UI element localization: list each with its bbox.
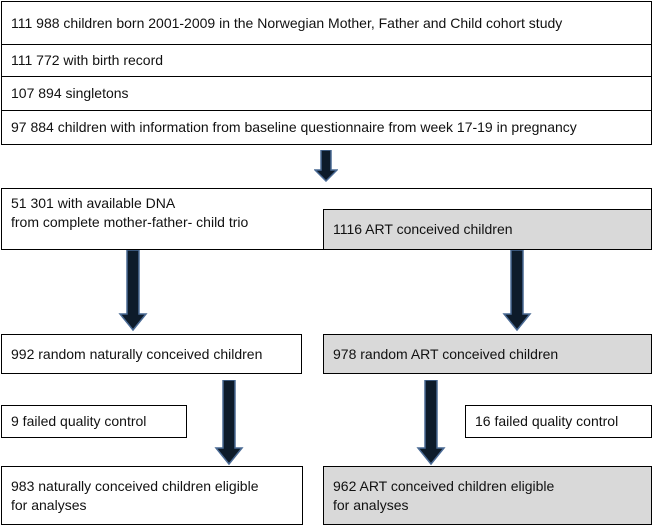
dna-line-2: from complete mother-father- child trio (11, 214, 249, 230)
cohort-box-singletons: 107 894 singletons (1, 76, 652, 111)
art-random-text: 978 random ART conceived children (333, 345, 559, 362)
dna-line-1: 51 301 with available DNA (11, 195, 176, 211)
art-failed-qc-box: 16 failed quality control (465, 405, 652, 438)
natural-failed-qc-text: 9 failed quality control (11, 413, 147, 429)
art-eligible-line-1: 962 ART conceived children eligible (333, 478, 555, 494)
art-failed-qc-text: 16 failed quality control (475, 413, 619, 429)
cohort-birth-record-text: 111 772 with birth record (11, 52, 164, 68)
natural-random-text: 992 random naturally conceived children (11, 345, 263, 362)
arrow-down-icon (214, 380, 244, 466)
art-eligible-box: 962 ART conceived children eligible for … (323, 466, 652, 525)
cohort-singletons-text: 107 894 singletons (11, 85, 129, 101)
art-conceived-box: 1116 ART conceived children (323, 209, 652, 250)
cohort-born-text: 111 988 children born 2001-2009 in the N… (11, 14, 563, 31)
arrow-down-icon (416, 380, 446, 466)
cohort-box-birth-record: 111 772 with birth record (1, 44, 652, 77)
arrow-down-icon (118, 250, 148, 332)
art-conceived-text: 1116 ART conceived children (333, 221, 513, 237)
natural-failed-qc-box: 9 failed quality control (1, 405, 187, 438)
natural-eligible-box: 983 naturally conceived children eligibl… (1, 466, 303, 525)
cohort-baseline-text: 97 884 children with information from ba… (11, 119, 577, 135)
natural-eligible-line-2: for analyses (11, 497, 87, 513)
arrow-down-icon (314, 150, 338, 182)
arrow-down-icon (502, 250, 532, 332)
cohort-box-baseline: 97 884 children with information from ba… (1, 110, 652, 145)
natural-eligible-line-1: 983 naturally conceived children eligibl… (11, 478, 259, 494)
art-eligible-line-2: for analyses (333, 497, 409, 513)
art-random-box: 978 random ART conceived children (323, 334, 652, 374)
natural-random-box: 992 random naturally conceived children (1, 334, 302, 374)
cohort-box-born: 111 988 children born 2001-2009 in the N… (1, 1, 652, 45)
